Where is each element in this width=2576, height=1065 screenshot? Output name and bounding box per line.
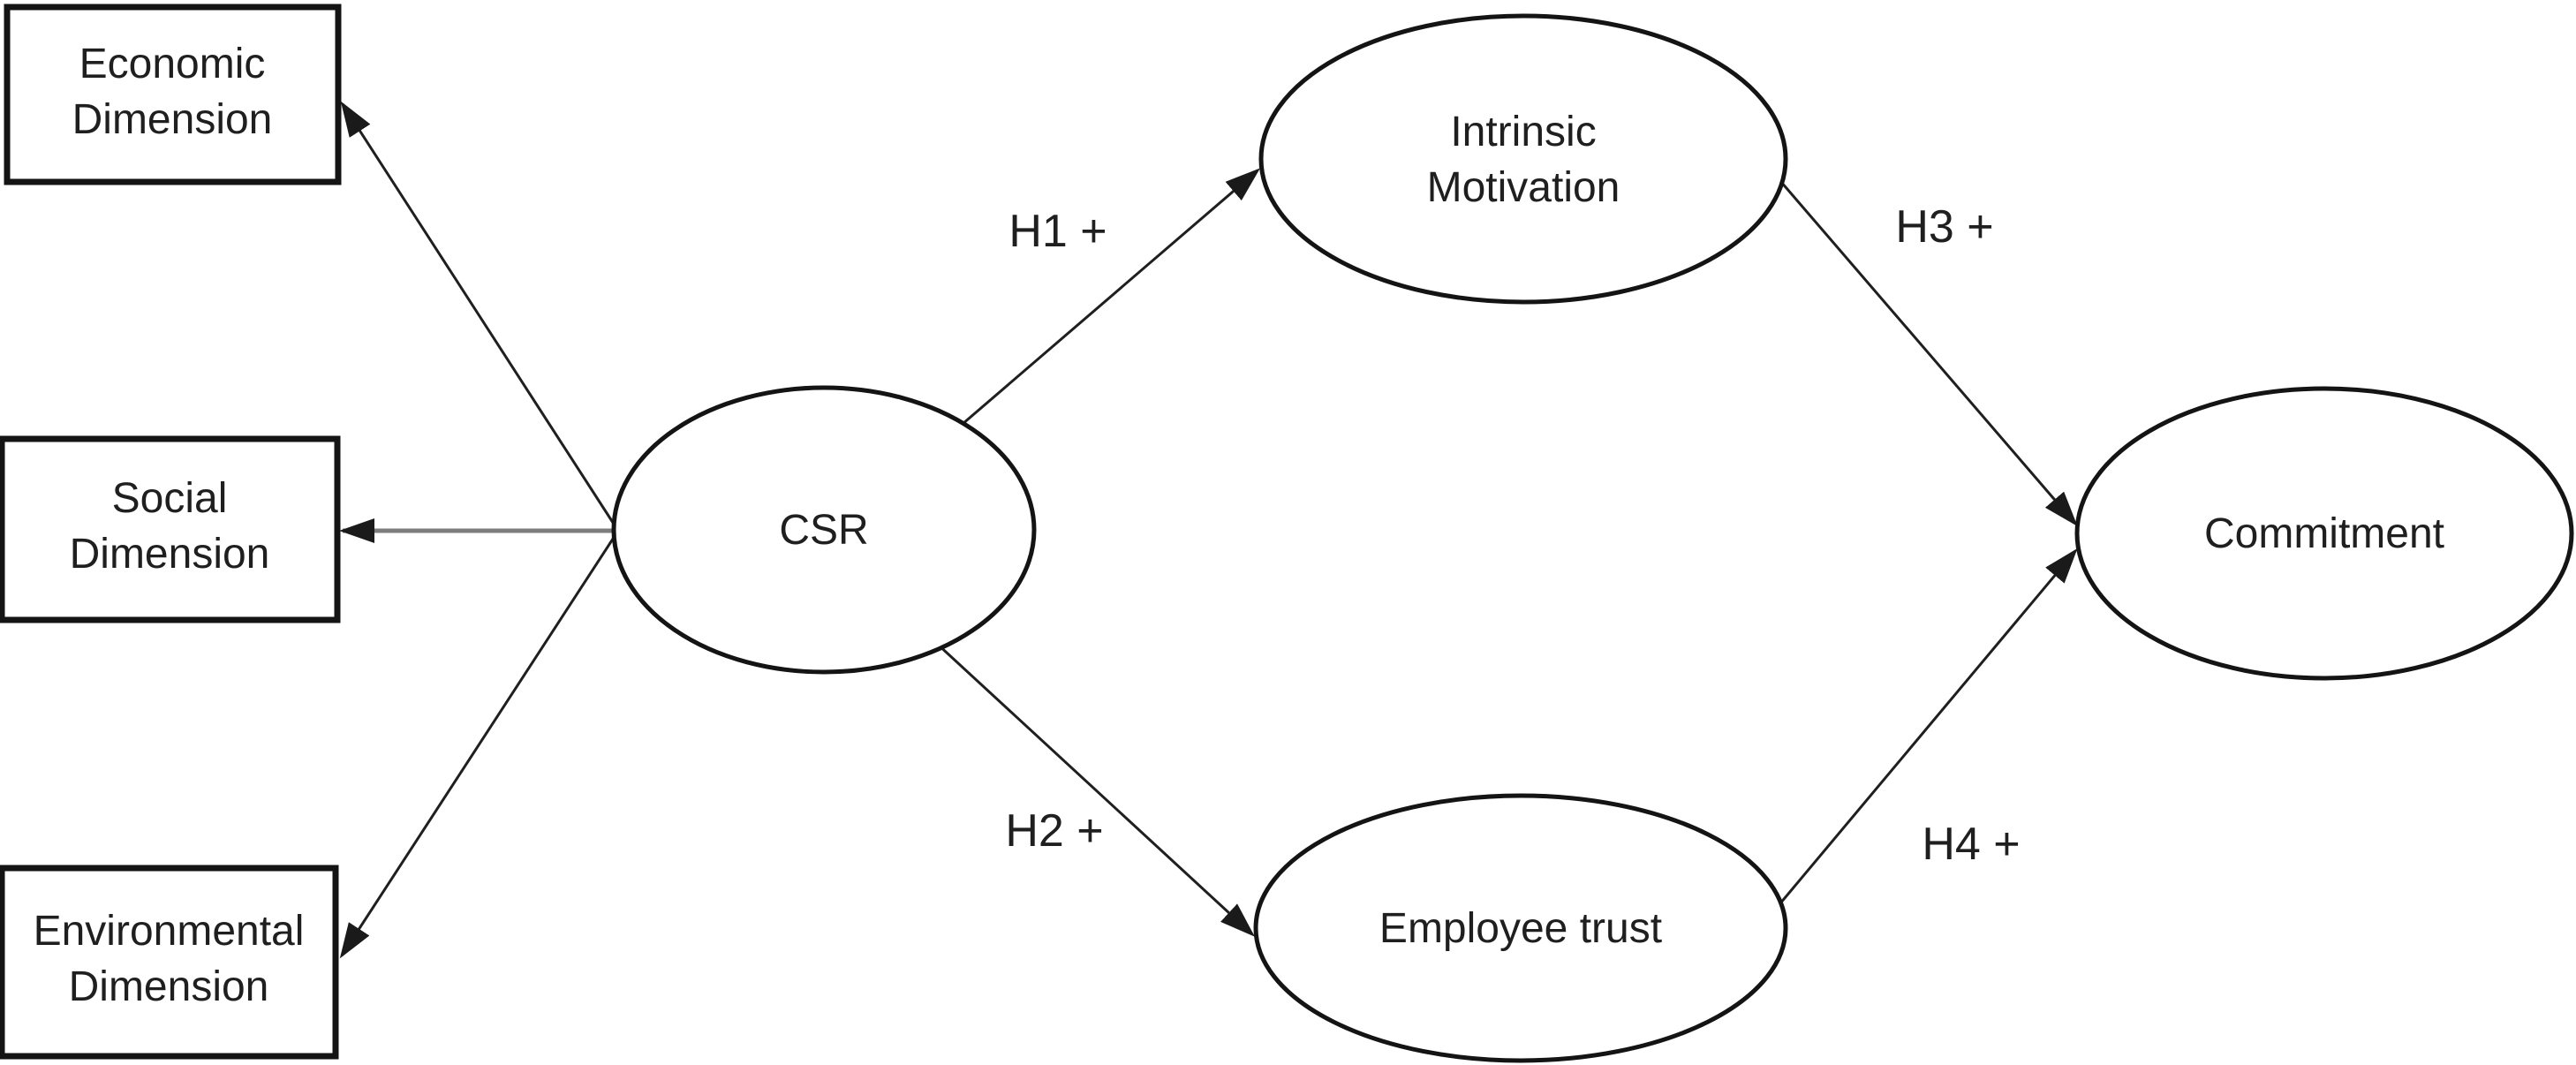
employee-trust-label: Employee trust [1379,905,1662,952]
csr-ellipse [611,385,1037,675]
intrinsic-motivation-label-line2: Motivation [1427,164,1620,211]
commitment-label: Commitment [2204,510,2444,557]
social-dimension-box [0,435,341,623]
edge-csr-economic [340,101,620,532]
economic-dimension-label-line1: Economic [79,41,266,87]
environmental-dimension-label-line1: Environmental [34,908,305,955]
environmental-dimension-label-line2: Dimension [69,963,269,1010]
social-dimension-label-line2: Dimension [70,531,270,578]
csr-label: CSR [779,507,868,554]
commitment-ellipse [2074,386,2574,681]
social-dimension-label-line1: Social [112,475,228,522]
economic-dimension-box [4,4,342,185]
employee-trust-ellipse [1253,793,1788,1063]
edge-h3-intrinsic-motivation-to-commitment [1773,174,2078,527]
edge-h4-employee-trust-to-commitment [1760,548,2078,926]
environmental-dimension-box [0,865,339,1060]
edge-h2-csr-to-employee-trust [934,641,1255,937]
intrinsic-motivation-label-line1: Intrinsic [1450,109,1596,155]
intrinsic-motivation-ellipse [1258,13,1788,305]
h3-label: H3 + [1895,201,1993,253]
edge-h1-csr-to-intrinsic-motivation [962,168,1261,426]
edge-csr-environmental [339,530,620,959]
h2-label: H2 + [1005,805,1103,857]
h1-label: H1 + [1008,206,1107,257]
h4-label: H4 + [1922,819,2020,870]
economic-dimension-label-line2: Dimension [72,96,273,143]
